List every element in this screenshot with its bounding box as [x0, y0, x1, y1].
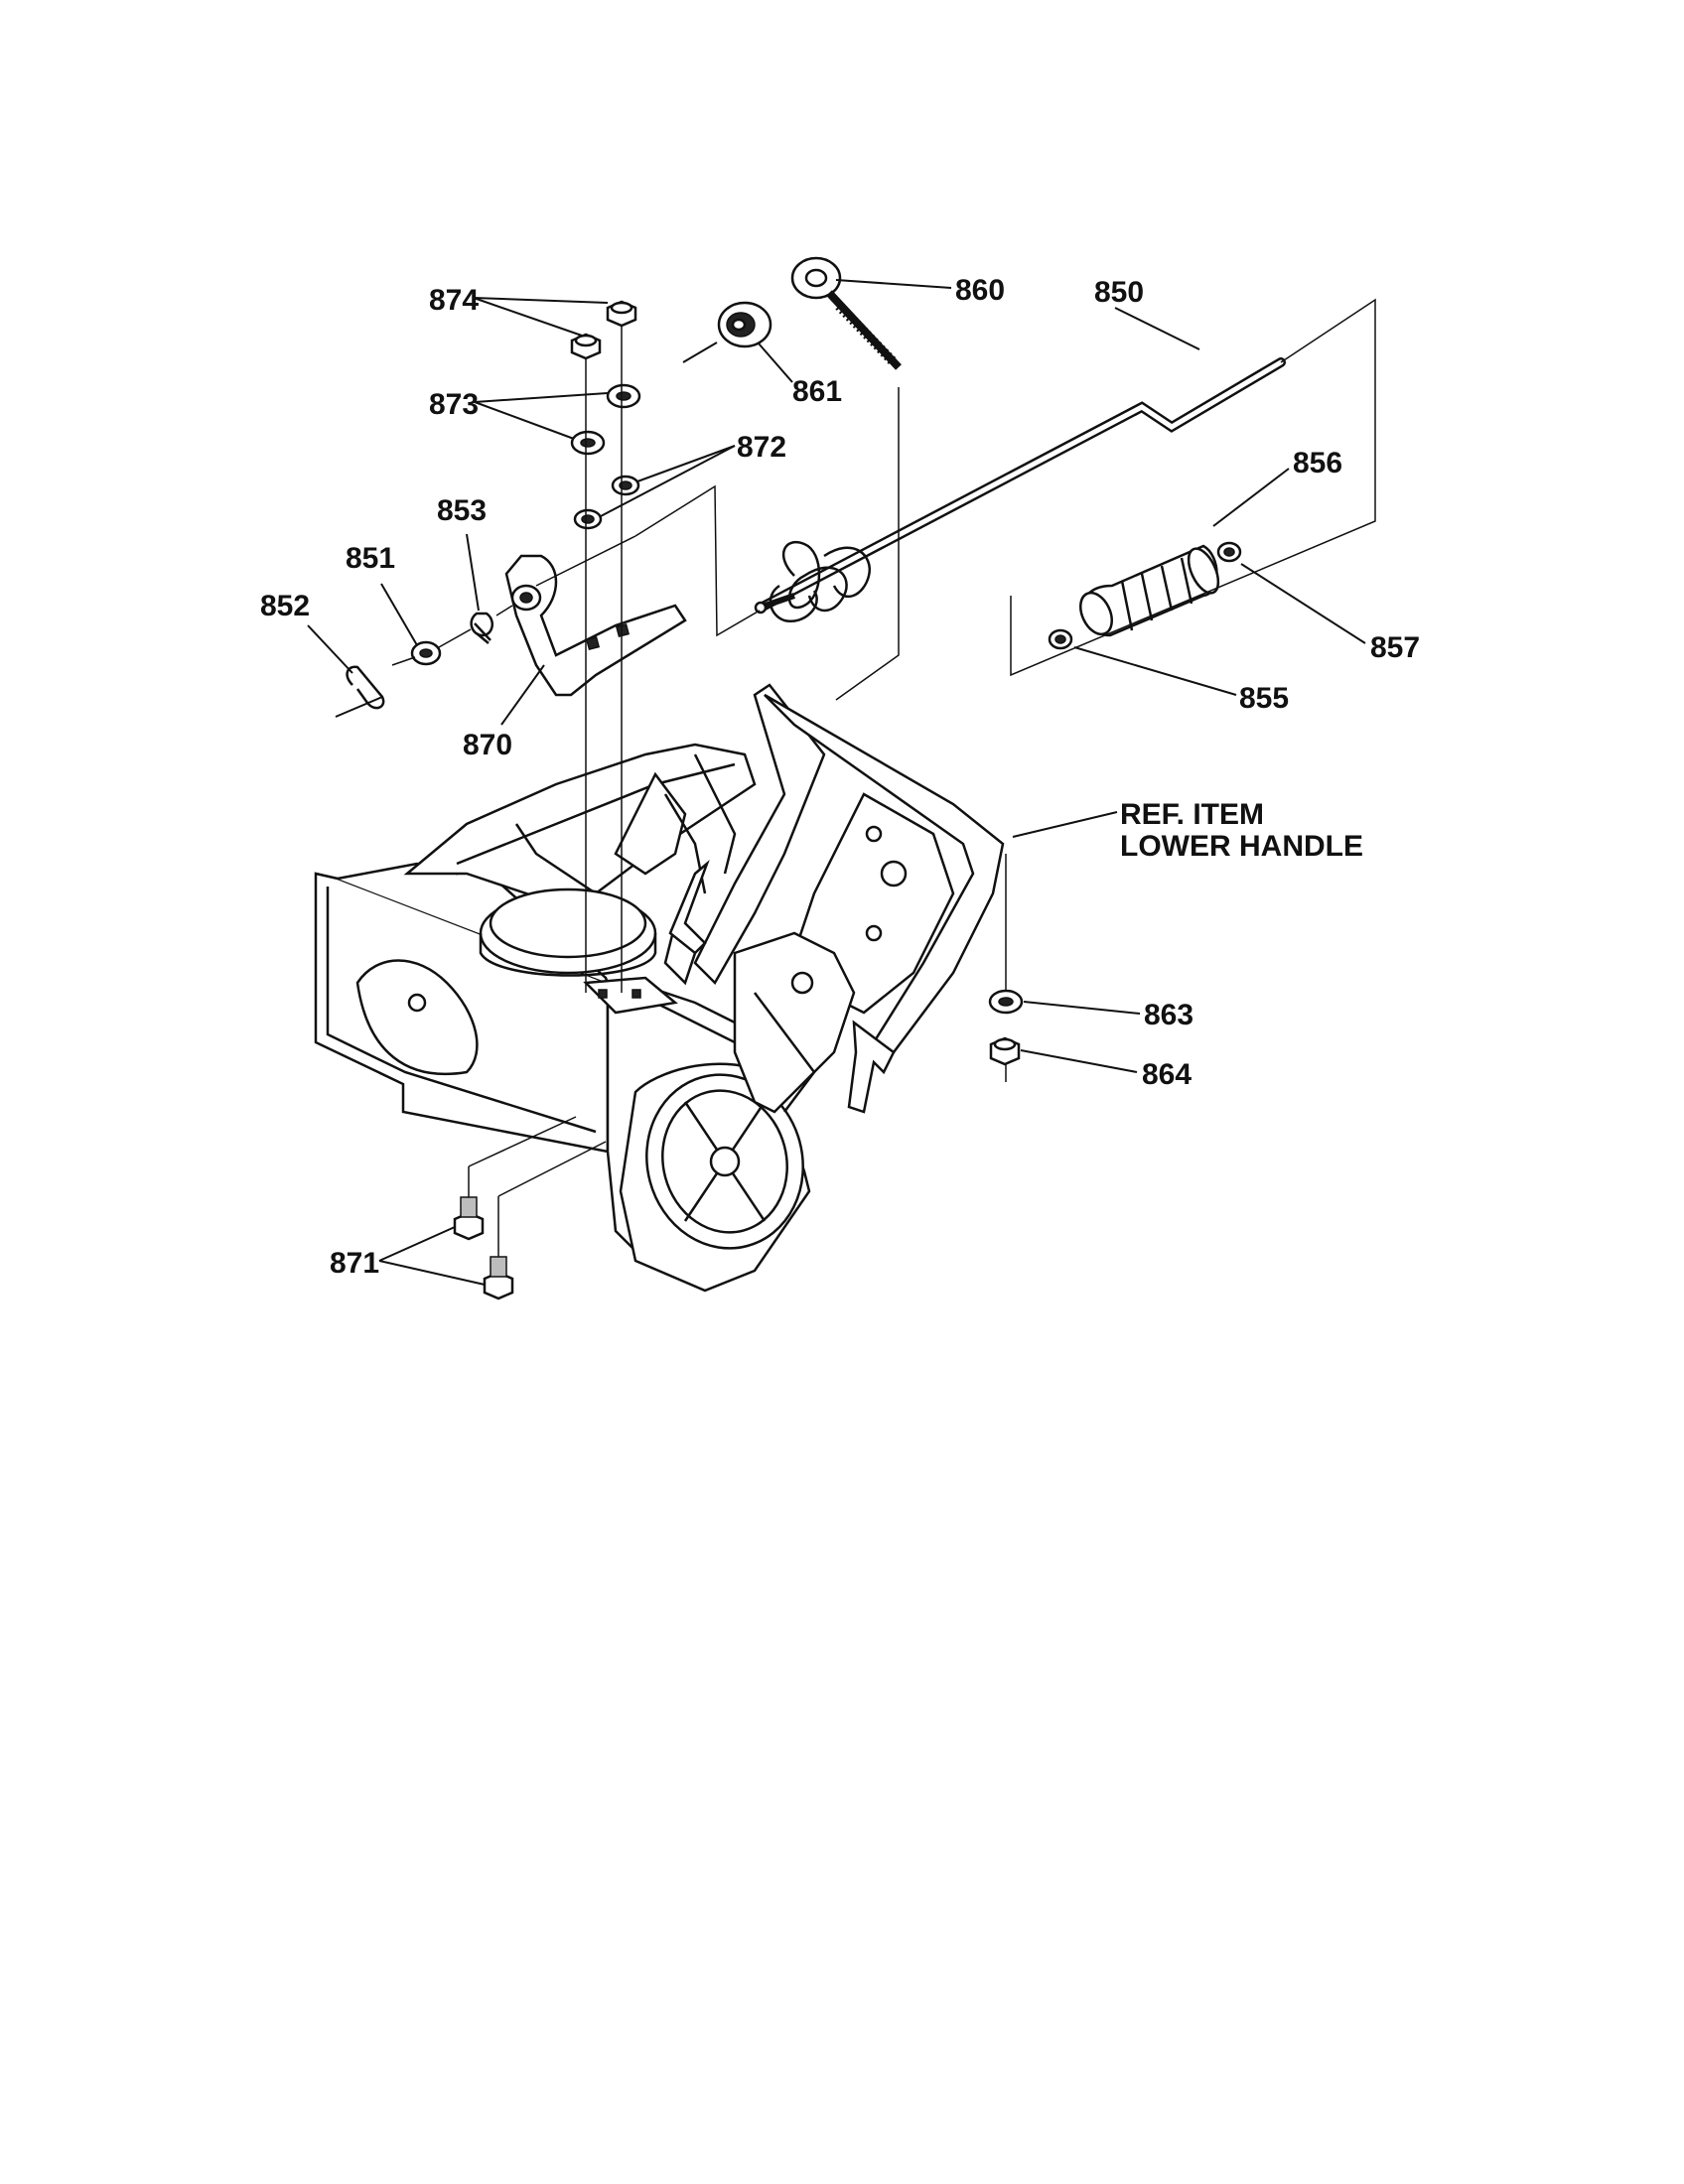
label-856: 856 [1293, 447, 1342, 479]
label-871: 871 [330, 1247, 379, 1280]
part-863-washer [988, 989, 1024, 1015]
ref-item-label: REF. ITEM [1120, 798, 1264, 831]
part-860-eyebolt [790, 256, 902, 370]
label-864: 864 [1142, 1058, 1192, 1091]
part-874-nuts [570, 300, 637, 360]
part-873-washers [570, 383, 641, 456]
label-872: 872 [737, 431, 786, 464]
label-851: 851 [346, 542, 395, 575]
part-851-washer [410, 640, 442, 666]
rod-850 [754, 357, 1286, 623]
part-855-washer [1048, 628, 1073, 650]
part-870-bracket [504, 554, 687, 697]
label-874: 874 [429, 284, 479, 317]
part-861-pulley [682, 301, 772, 363]
part-852-hairpin [335, 665, 385, 718]
label-860: 860 [955, 274, 1005, 307]
label-863: 863 [1144, 999, 1193, 1031]
part-864-nut [989, 1036, 1021, 1066]
label-852: 852 [260, 590, 310, 622]
label-857: 857 [1370, 631, 1420, 664]
label-861: 861 [792, 375, 842, 408]
part-872-lockwashers [573, 475, 640, 530]
part-853-spring-pin [470, 612, 494, 644]
label-850: 850 [1094, 276, 1144, 309]
label-855: 855 [1239, 682, 1289, 715]
part-labels: 874 873 872 853 851 852 870 860 861 850 … [260, 274, 1420, 1280]
label-870: 870 [463, 729, 512, 761]
part-856-roller [1079, 544, 1220, 637]
part-857-washer [1216, 541, 1242, 563]
label-873: 873 [429, 388, 479, 421]
part-871-bolts [453, 1196, 514, 1300]
leader-lines [307, 279, 1366, 1286]
label-853: 853 [437, 494, 487, 527]
housing-assembly [314, 683, 1005, 1293]
lower-handle-label: LOWER HANDLE [1120, 830, 1363, 863]
